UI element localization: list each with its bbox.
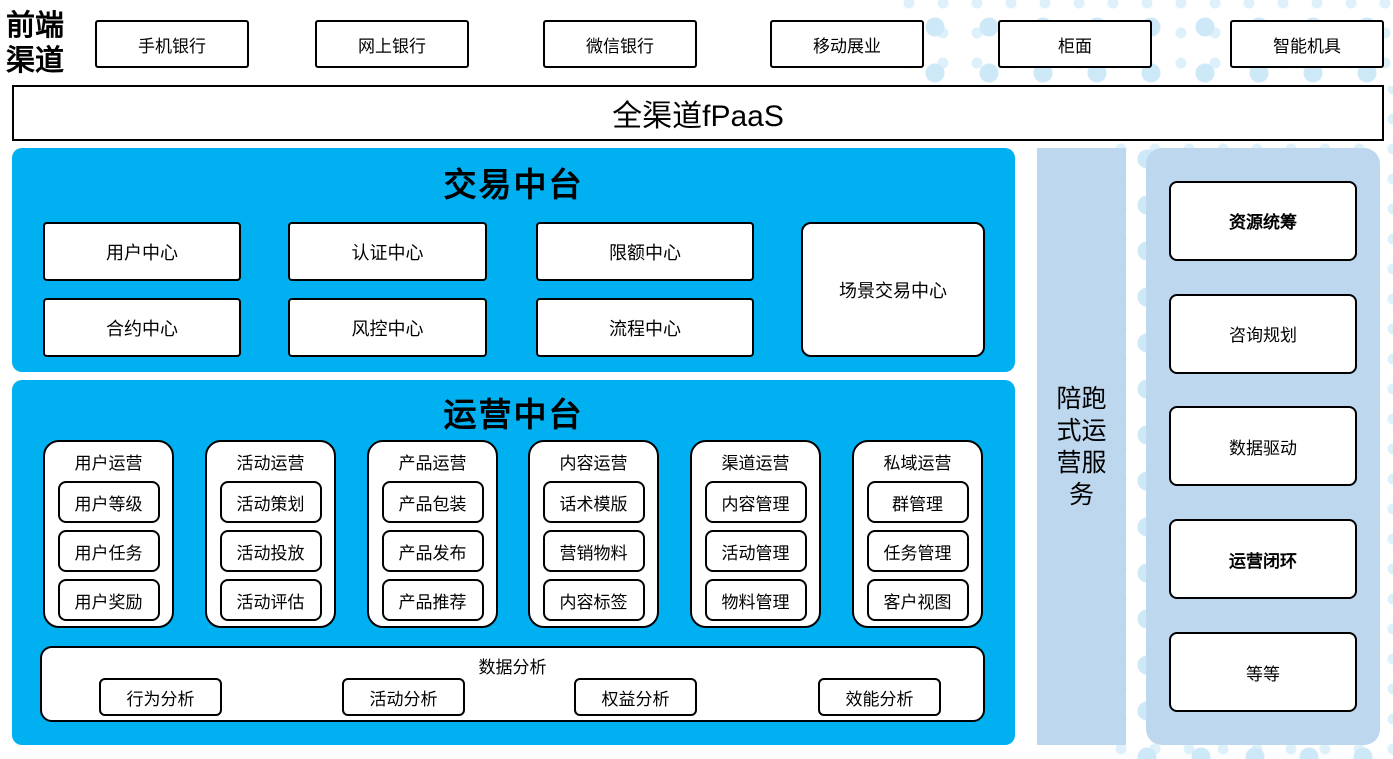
- accompanying-service-label: 陪跑式运营服务: [1056, 384, 1107, 509]
- data-analysis-title: 数据分析: [478, 658, 547, 677]
- operations-platform-panel: 运营中台 用户运营 用户等级 用户任务 用户奖励 活动运营 活动策划 活动投放 …: [12, 380, 1015, 745]
- data-analysis-strip: 数据分析 行为分析 活动分析 权益分析 效能分析: [40, 646, 985, 722]
- service-box-data-driven: 数据驱动: [1169, 406, 1357, 487]
- analysis-box-activity: 活动分析: [342, 678, 465, 716]
- channel-box-wechat-banking: 微信银行: [543, 20, 697, 68]
- center-box-scene-transaction: 场景交易中心: [801, 222, 985, 357]
- channel-box-smart-devices: 智能机具: [1230, 20, 1384, 68]
- ops-item: 用户任务: [57, 530, 160, 572]
- accompanying-service-bar: 陪跑式运营服务: [1037, 148, 1126, 745]
- service-box-etc: 等等: [1169, 632, 1357, 713]
- analysis-box-behavior: 行为分析: [99, 678, 222, 716]
- ops-item: 活动管理: [704, 530, 807, 572]
- ops-column-channel: 渠道运营 内容管理 活动管理 物料管理: [690, 440, 821, 628]
- ops-column-title: 内容运营: [559, 454, 628, 473]
- ops-column-title: 产品运营: [398, 454, 467, 473]
- service-box-resource-planning: 资源统筹: [1169, 180, 1357, 261]
- channel-box-online-banking: 网上银行: [315, 20, 469, 68]
- channel-box-mobile-sales: 移动展业: [770, 20, 924, 68]
- analysis-box-efficiency: 效能分析: [818, 678, 941, 716]
- ops-column-title: 渠道运营: [721, 454, 790, 473]
- center-box-limit: 限额中心: [536, 222, 754, 281]
- center-box-risk: 风控中心: [288, 298, 487, 357]
- ops-item: 活动投放: [219, 530, 322, 572]
- channel-box-mobile-banking: 手机银行: [95, 20, 249, 68]
- fpaas-label: 全渠道fPaaS: [612, 100, 784, 133]
- fpaas-bar: 全渠道fPaaS: [12, 85, 1384, 141]
- analysis-box-benefit: 权益分析: [574, 678, 697, 716]
- ops-item: 任务管理: [866, 530, 969, 572]
- ops-item: 话术模版: [542, 481, 645, 523]
- ops-item: 物料管理: [704, 579, 807, 621]
- ops-item: 产品发布: [381, 530, 484, 572]
- ops-item: 产品包装: [381, 481, 484, 523]
- ops-item: 群管理: [866, 481, 969, 523]
- operations-platform-title: 运营中台: [443, 395, 584, 434]
- ops-column-title: 私域运营: [883, 454, 952, 473]
- channel-box-counter: 柜面: [998, 20, 1152, 68]
- service-box-consulting: 咨询规划: [1169, 293, 1357, 374]
- center-box-user: 用户中心: [43, 222, 241, 281]
- service-box-ops-loop: 运营闭环: [1169, 519, 1357, 600]
- service-capabilities-panel: 资源统筹 咨询规划 数据驱动 运营闭环 等等: [1146, 148, 1380, 745]
- ops-item: 营销物料: [542, 530, 645, 572]
- ops-column-product: 产品运营 产品包装 产品发布 产品推荐: [367, 440, 498, 628]
- ops-item: 活动策划: [219, 481, 322, 523]
- ops-item: 内容标签: [542, 579, 645, 621]
- center-box-contract: 合约中心: [43, 298, 241, 357]
- transaction-platform-title: 交易中台: [443, 165, 584, 204]
- ops-column-user: 用户运营 用户等级 用户任务 用户奖励: [43, 440, 174, 628]
- transaction-platform-panel: 交易中台 用户中心 认证中心 限额中心 合约中心 风控中心 流程中心 场景交易中…: [12, 148, 1015, 372]
- ops-item: 用户奖励: [57, 579, 160, 621]
- front-channels-label: 前端渠道: [6, 8, 65, 78]
- ops-column-private-domain: 私域运营 群管理 任务管理 客户视图: [852, 440, 983, 628]
- ops-column-activity: 活动运营 活动策划 活动投放 活动评估: [205, 440, 336, 628]
- center-box-auth: 认证中心: [288, 222, 487, 281]
- ops-column-title: 用户运营: [74, 454, 143, 473]
- ops-item: 产品推荐: [381, 579, 484, 621]
- ops-item: 客户视图: [866, 579, 969, 621]
- ops-item: 用户等级: [57, 481, 160, 523]
- ops-column-content: 内容运营 话术模版 营销物料 内容标签: [528, 440, 659, 628]
- ops-item: 活动评估: [219, 579, 322, 621]
- center-box-process: 流程中心: [536, 298, 754, 357]
- ops-item: 内容管理: [704, 481, 807, 523]
- ops-column-title: 活动运营: [236, 454, 305, 473]
